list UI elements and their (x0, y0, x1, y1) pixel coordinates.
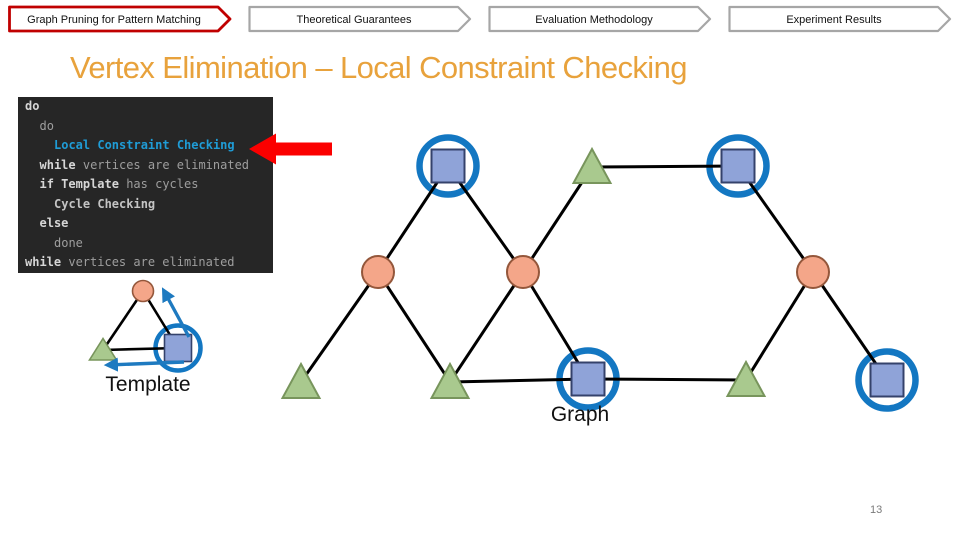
square-vertex (163, 333, 193, 363)
tab-shape (728, 5, 952, 33)
code-line: do (25, 117, 273, 137)
selection-ring (416, 134, 480, 198)
code-segment-kw: else (39, 216, 69, 230)
red-pointer-arrow (249, 133, 332, 165)
graph-edge (446, 165, 525, 273)
active-tab-shape (8, 5, 232, 33)
code-segment-emph: Cycle Checking (54, 196, 156, 211)
code-segment-kw: while (25, 255, 62, 269)
code-segment-plain: do (39, 118, 54, 133)
tab-label: Experiment Results (786, 14, 882, 26)
code-segment-plain: done (54, 235, 83, 250)
code-line: done (25, 234, 273, 254)
graph-edge (376, 165, 450, 273)
circle-vertex (131, 279, 155, 303)
nav-tab-4[interactable]: Experiment Results (728, 5, 952, 33)
code-segment-plain: vertices are eliminated (61, 255, 235, 269)
slide-title: Vertex Elimination – Local Constraint Ch… (70, 50, 687, 85)
square-vertex (720, 148, 756, 184)
code-segment-kw: if Template (39, 177, 119, 191)
graph-edge (448, 271, 525, 383)
nav-tab-3[interactable]: Evaluation Methodology (488, 5, 712, 33)
circle-vertex (506, 255, 540, 289)
triangle-vertex (88, 336, 118, 361)
graph-group (88, 279, 203, 373)
code-segment-plain: vertices are eliminated (75, 157, 250, 172)
square-vertex (869, 362, 905, 398)
code-line: Local Constraint Checking (25, 136, 273, 156)
code-line: else (25, 214, 273, 234)
code-line: if Template has cycles (25, 175, 273, 195)
graph-edge (736, 165, 815, 273)
circle-vertex (361, 255, 395, 289)
graph-edge (101, 290, 145, 351)
nav-tab-1[interactable]: Graph Pruning for Pattern Matching (8, 5, 232, 33)
graph-edge (744, 271, 815, 381)
graph-edge (587, 377, 747, 382)
triangle-vertex (571, 146, 613, 184)
code-segment-plain: has cycles (118, 177, 199, 191)
graph-edge (811, 271, 889, 381)
page-number: 13 (870, 504, 883, 516)
triangle-vertex (280, 361, 322, 399)
tab-label: Evaluation Methodology (535, 14, 653, 26)
tab-shape (488, 5, 712, 33)
code-line: do (25, 97, 273, 117)
graph-edge (299, 271, 380, 383)
tab-label: Graph Pruning for Pattern Matching (27, 14, 201, 26)
graph-edge (376, 271, 452, 383)
graph-edge (449, 377, 589, 384)
graph-edge (521, 166, 594, 273)
graph-group (280, 134, 919, 412)
template-graph-label: Template (105, 373, 191, 396)
circle-vertex (796, 255, 830, 289)
triangle-vertex (429, 361, 471, 399)
square-vertex (430, 148, 466, 184)
tab-shape (248, 5, 472, 33)
graph-edge (591, 164, 739, 169)
square-vertex (570, 361, 606, 397)
code-line: while vertices are eliminated (25, 156, 273, 176)
main-graph-label: Graph (550, 403, 610, 426)
triangle-vertex (725, 359, 767, 397)
tab-label: Theoretical Guarantees (297, 14, 412, 26)
graph-edge (521, 271, 590, 380)
code-segment-kw: do (25, 99, 40, 113)
nav-tab-2[interactable]: Theoretical Guarantees (248, 5, 472, 33)
code-line: Cycle Checking (25, 195, 273, 215)
check-arrow (103, 357, 185, 372)
code-segment-highlight: Local Constraint Checking (54, 138, 235, 152)
code-line: while vertices are eliminated (25, 253, 273, 273)
selection-ring (855, 348, 919, 412)
check-arrow (161, 287, 191, 338)
code-segment-kw: while (39, 157, 76, 172)
